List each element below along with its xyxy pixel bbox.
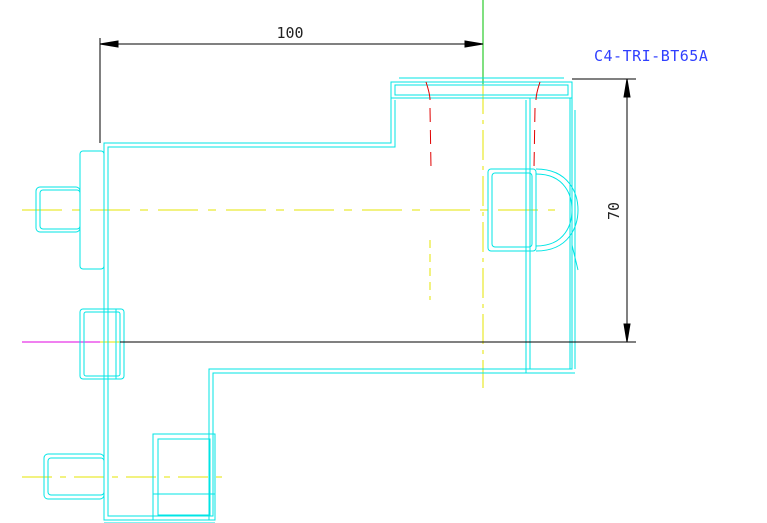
hidden-lines (425, 81, 541, 169)
dim-70-value: 70 (605, 202, 623, 220)
middle-bolt-outer (79, 308, 125, 380)
dim-100-value: 100 (276, 24, 303, 42)
top-flange (390, 81, 573, 99)
lower-box-outer (152, 433, 216, 521)
handle-body-outer (487, 168, 537, 252)
lower-box-inner (157, 438, 211, 516)
body-outline-inner (107, 100, 527, 517)
hidden-line-left-upper (425, 81, 431, 101)
dim-100-arrow-right (464, 40, 484, 48)
top-flange-inner (394, 84, 569, 96)
dim-70-arrow-top (623, 78, 631, 98)
centerlines (22, 0, 555, 478)
dimension-100 (99, 38, 484, 143)
middle-bolt-inner (83, 311, 121, 377)
lower-bolt-shank-inner (47, 457, 105, 496)
hidden-line-right-lower (533, 107, 536, 169)
hidden-line-left-lower (429, 107, 432, 169)
upper-bolt-shank-inner (39, 189, 81, 230)
body-outline-outer (103, 98, 531, 521)
handle-arc-outer (535, 168, 579, 252)
dim-100-arrow-left (99, 40, 119, 48)
handle-stub (571, 244, 579, 271)
dim-70-arrow-bottom (623, 323, 631, 343)
part-outline (35, 77, 579, 523)
hidden-line-right-upper (535, 81, 541, 101)
handle-arc-inner (535, 173, 573, 247)
part-label: C4-TRI-BT65A (594, 47, 708, 65)
handle-body-inner (491, 172, 533, 248)
dimension-70 (120, 78, 636, 343)
